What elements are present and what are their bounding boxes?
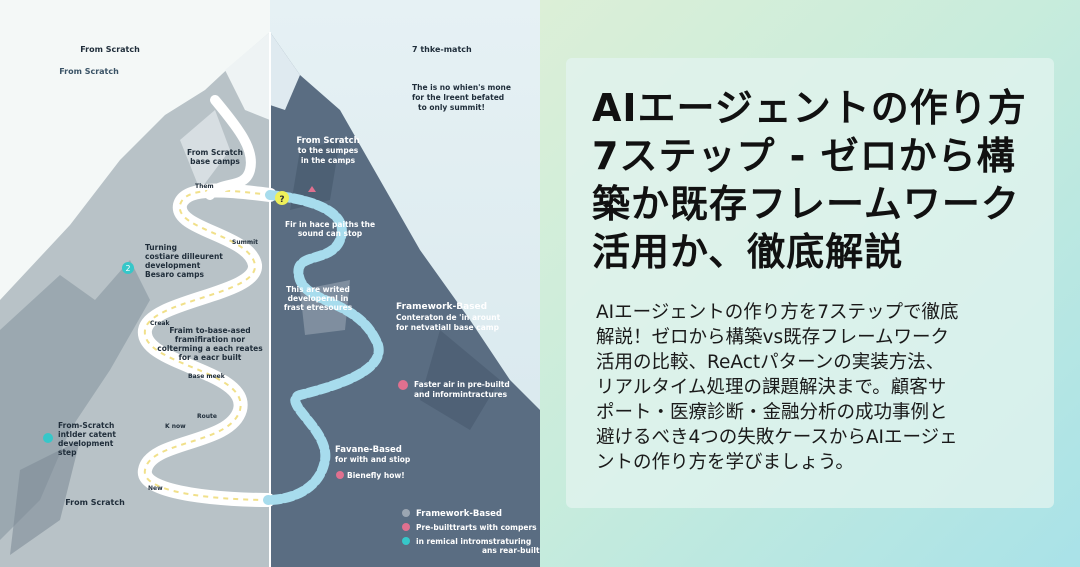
legend-label-remical-2: ans rear-built bbox=[482, 546, 540, 555]
legend-swatch-framework bbox=[402, 509, 410, 517]
trail-right bbox=[263, 190, 384, 505]
favane-2: for with and stiop bbox=[335, 455, 411, 464]
frain-2: framifiration nor bbox=[175, 335, 245, 344]
bienefly: Bienefly how! bbox=[347, 471, 405, 480]
legend-swatch-remical bbox=[402, 537, 410, 545]
rock-right-1 bbox=[290, 140, 340, 210]
favane-1: Favane-Based bbox=[335, 445, 402, 455]
desc-line-5: ポート・医療診断・金融分析の成功事例と bbox=[596, 402, 948, 423]
route-label: Route bbox=[197, 413, 217, 420]
desc-line-6: 避けるべき4つの失敗ケースからAIエージェ bbox=[596, 427, 958, 448]
legend-swatch-prebuilt bbox=[402, 523, 410, 531]
question-marker bbox=[275, 191, 289, 205]
this-are-1: This are writed bbox=[286, 285, 350, 294]
fs-dev-3: development bbox=[58, 439, 114, 448]
step-2-label: 2 bbox=[125, 264, 130, 273]
snow-cap-right bbox=[270, 32, 300, 110]
fs-dev-4: step bbox=[58, 448, 77, 457]
bottom-label: From Scratch bbox=[65, 498, 125, 507]
trail-left-upper bbox=[205, 95, 256, 200]
content-card bbox=[566, 58, 1054, 508]
turning-3: development bbox=[145, 261, 201, 270]
right-note-1: The is no whien's mone bbox=[412, 83, 511, 92]
fir-1: Fir in hace paiths the bbox=[285, 220, 375, 229]
description: AIエージェントの作り方を7ステップで徹底 解説！ゼロから構築vs既存フレームワ… bbox=[596, 300, 1036, 475]
frain-1: Fraim to-base-ased bbox=[169, 326, 250, 335]
turning-1: Turning bbox=[145, 243, 177, 252]
rs-1: From Scratch bbox=[296, 136, 359, 146]
pink-marker bbox=[398, 380, 408, 390]
desc-line-7: ントの作り方を学びましょう。 bbox=[596, 452, 854, 473]
mountain-right-face bbox=[270, 32, 540, 567]
title-line-2: 7ステップ - ゼロから構 bbox=[592, 134, 1016, 178]
fir-2: sound can stop bbox=[298, 229, 363, 238]
step-2-marker bbox=[122, 262, 134, 274]
legend-label-prebuilt: Pre-builttrarts with compers bbox=[416, 523, 537, 532]
trail-left-dashes bbox=[143, 189, 271, 501]
fb-line-1: Conteraton de 'in arount bbox=[396, 313, 501, 322]
right-note-3: to only summit! bbox=[418, 103, 485, 112]
summit-label: Summit bbox=[232, 239, 258, 246]
creek-label: Creak bbox=[150, 320, 170, 327]
title-line-3: 築か既存フレームワーク bbox=[592, 182, 1020, 226]
legend-label-framework: Framework-Based bbox=[416, 509, 502, 519]
question-marker-label: ? bbox=[279, 195, 284, 205]
faster-1: Faster air in pre-builtd bbox=[414, 380, 510, 389]
fs-dev-2: intlder catent bbox=[58, 430, 116, 439]
snow-patch-left bbox=[180, 110, 230, 190]
turning-4: Besaro camps bbox=[145, 270, 204, 279]
desc-line-2: 解説！ゼロから構築vs既存フレームワーク bbox=[596, 327, 950, 348]
page-title: AIエージェントの作り方 7ステップ - ゼロから構 築か既存フレームワーク 活… bbox=[592, 84, 1042, 276]
legend: Framework-Based Pre-builttrarts with com… bbox=[402, 509, 540, 555]
rock-left bbox=[10, 440, 80, 555]
them-label: Them bbox=[195, 183, 214, 190]
left-subheader: From Scratch bbox=[59, 67, 119, 76]
frain-3: colterming a each reates bbox=[157, 344, 263, 353]
pink-flag bbox=[308, 186, 316, 192]
rock-right-2 bbox=[420, 330, 500, 430]
this-are-2: developernl in bbox=[288, 294, 349, 303]
rs-2: to the sumpes bbox=[298, 146, 359, 155]
desc-line-4: リアルタイム処理の課題解決まで。顧客サ bbox=[596, 377, 947, 398]
frain-4: for a eacr built bbox=[179, 353, 242, 362]
k-now-label: K now bbox=[165, 423, 186, 430]
desc-line-3: 活用の比較、ReActパターンの実装方法、 bbox=[596, 352, 945, 373]
this-are-3: frast etresoures bbox=[284, 303, 353, 312]
fb-title: Framework-Based bbox=[396, 302, 487, 312]
pink-small-marker bbox=[336, 471, 344, 479]
teal-marker bbox=[43, 433, 53, 443]
title-line-1: AIエージェントの作り方 bbox=[592, 86, 1027, 130]
base-camps-2: base camps bbox=[190, 157, 240, 166]
fb-line-2: for netvatiall base camp bbox=[396, 323, 500, 332]
title-line-4: 活用か、徹底解説 bbox=[592, 230, 904, 274]
base-meek-label: Base meek bbox=[188, 373, 226, 380]
rs-3: in the camps bbox=[301, 156, 356, 165]
new-label: New bbox=[148, 485, 163, 492]
fs-dev-1: From-Scratch bbox=[58, 421, 114, 430]
left-header: From Scratch bbox=[80, 45, 140, 54]
turning-2: costiare dilleurent bbox=[145, 252, 223, 261]
faster-2: and informintractures bbox=[414, 390, 508, 399]
desc-line-1: AIエージェントの作り方を7ステップで徹底 bbox=[596, 302, 959, 323]
mountain-illustration: ? 2 From Scratch From Scratch From Scrat… bbox=[0, 0, 540, 567]
right-header: 7 thke-match bbox=[412, 45, 472, 54]
base-camps-1: From Scratch bbox=[187, 148, 243, 157]
right-note-2: for the lreent befated bbox=[412, 93, 504, 102]
snow-cap-left bbox=[225, 32, 270, 120]
legend-label-remical: in remical intromstraturing bbox=[416, 537, 531, 546]
